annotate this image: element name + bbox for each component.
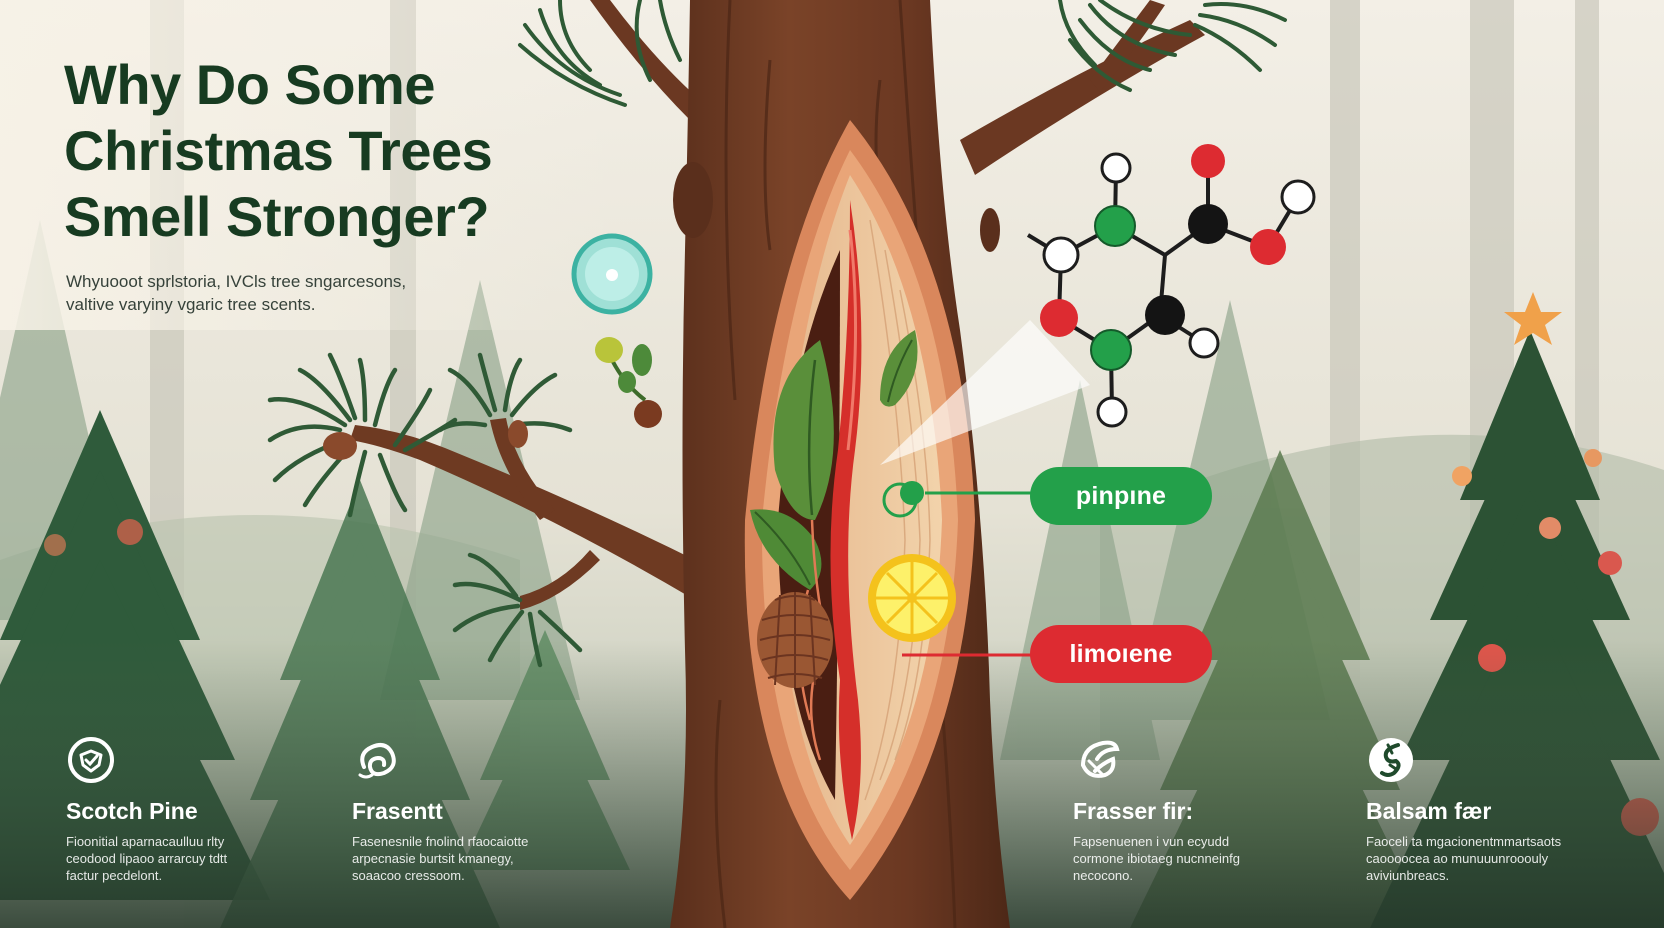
tree-card-desc-line: Fasenesnile fnolind rfaocaiotte [352, 834, 529, 849]
tree-card-desc-line: ceodood lipaoo arrarcuy tdtt [66, 851, 228, 866]
section-pine-cone [757, 592, 833, 688]
tree-card-desc-line: necocono. [1073, 868, 1133, 883]
tree-card-desc-line: Fapsenuenen i vun ecyudd [1073, 834, 1230, 849]
page-subtitle: Whyuooot sprlstoria, IVCls tree sngarces… [66, 270, 506, 316]
bubble-icon [571, 233, 653, 315]
upper-left-branch [590, 0, 700, 120]
tree-card-desc-line: aviviunbreacs. [1366, 868, 1450, 883]
tree-card-desc-line: arpecnasie burtsit kmanegy, [352, 851, 514, 866]
tree-card-balsam-fir: Balsam fær Faoceli ta mgacionentmmartsao… [1366, 735, 1606, 884]
pinene-node-icon [882, 481, 924, 518]
upper-right-branch [960, 20, 1205, 175]
tree-card-description: Fapsenuenen i vun ecyudd cormone ibiotae… [1073, 833, 1313, 884]
tree-card-title: Frasser fir: [1073, 798, 1194, 824]
shield-check-icon [68, 737, 114, 783]
title-line-3: Smell Stronger? [64, 185, 490, 248]
scent-swirl-icon [358, 743, 396, 779]
tree-card-title: Balsam fær [1366, 798, 1492, 824]
berry-sprig-icon [595, 337, 662, 428]
tree-card-scotch-pine: Scotch Pine Fioonitial aparnacaulluu rlt… [66, 735, 306, 884]
subtitle-line-2: valtive varyiny vgaric tree scents. [66, 295, 316, 314]
upper-right-needles [1058, 0, 1287, 92]
molecule-diagram [1026, 144, 1316, 428]
pinene-label: pinpıne [1030, 467, 1212, 525]
leaf-swirl-icon [1081, 740, 1120, 778]
limonene-label: limoıene [1030, 625, 1212, 683]
title-line-2: Christmas Trees [64, 119, 493, 182]
lemon-slice-icon [868, 554, 956, 642]
tree-card-desc-line: soaacoo cressoom. [352, 868, 465, 883]
branch-pine-cones [323, 420, 528, 460]
tree-card-desc-line: caoooocea ao munuuunrooouly [1366, 851, 1549, 866]
page-title: Why Do Some Christmas Trees Smell Strong… [64, 52, 584, 250]
tree-card-title: Frasentt [352, 798, 443, 824]
tree-card-desc-line: cormone ibiotaeg nucnneinfg [1073, 851, 1240, 866]
tree-card-desc-line: factur pecdelont. [66, 868, 163, 883]
tree-card-description: Fasenesnile fnolind rfaocaiotte arpecnas… [352, 833, 592, 884]
tree-card-title: Scotch Pine [66, 798, 198, 824]
tree-card-desc-line: Fioonitial aparnacaulluu rlty [66, 834, 225, 849]
tree-card-frasser-fir: Frasser fir: Fapsenuenen i vun ecyudd co… [1073, 735, 1313, 884]
subtitle-line-1: Whyuooot sprlstoria, IVCls tree sngarces… [66, 272, 407, 291]
tree-card-description: Faoceli ta mgacionentmmartsaots caooooce… [1366, 833, 1606, 884]
left-branch [350, 425, 705, 600]
molecule-beam [880, 320, 1090, 465]
tree-spiral-icon [1369, 738, 1413, 782]
section-leaf-lower [750, 509, 822, 590]
tree-card-desc-line: Faoceli ta mgacionentmmartsaots [1366, 834, 1562, 849]
tree-card-description: Fioonitial aparnacaulluu rlty ceodood li… [66, 833, 306, 884]
upper-left-needles [518, 0, 682, 107]
title-line-1: Why Do Some [64, 53, 435, 116]
tree-card-frasentt: Frasentt Fasenesnile fnolind rfaocaiotte… [352, 735, 592, 884]
section-leaf-large [773, 340, 834, 520]
